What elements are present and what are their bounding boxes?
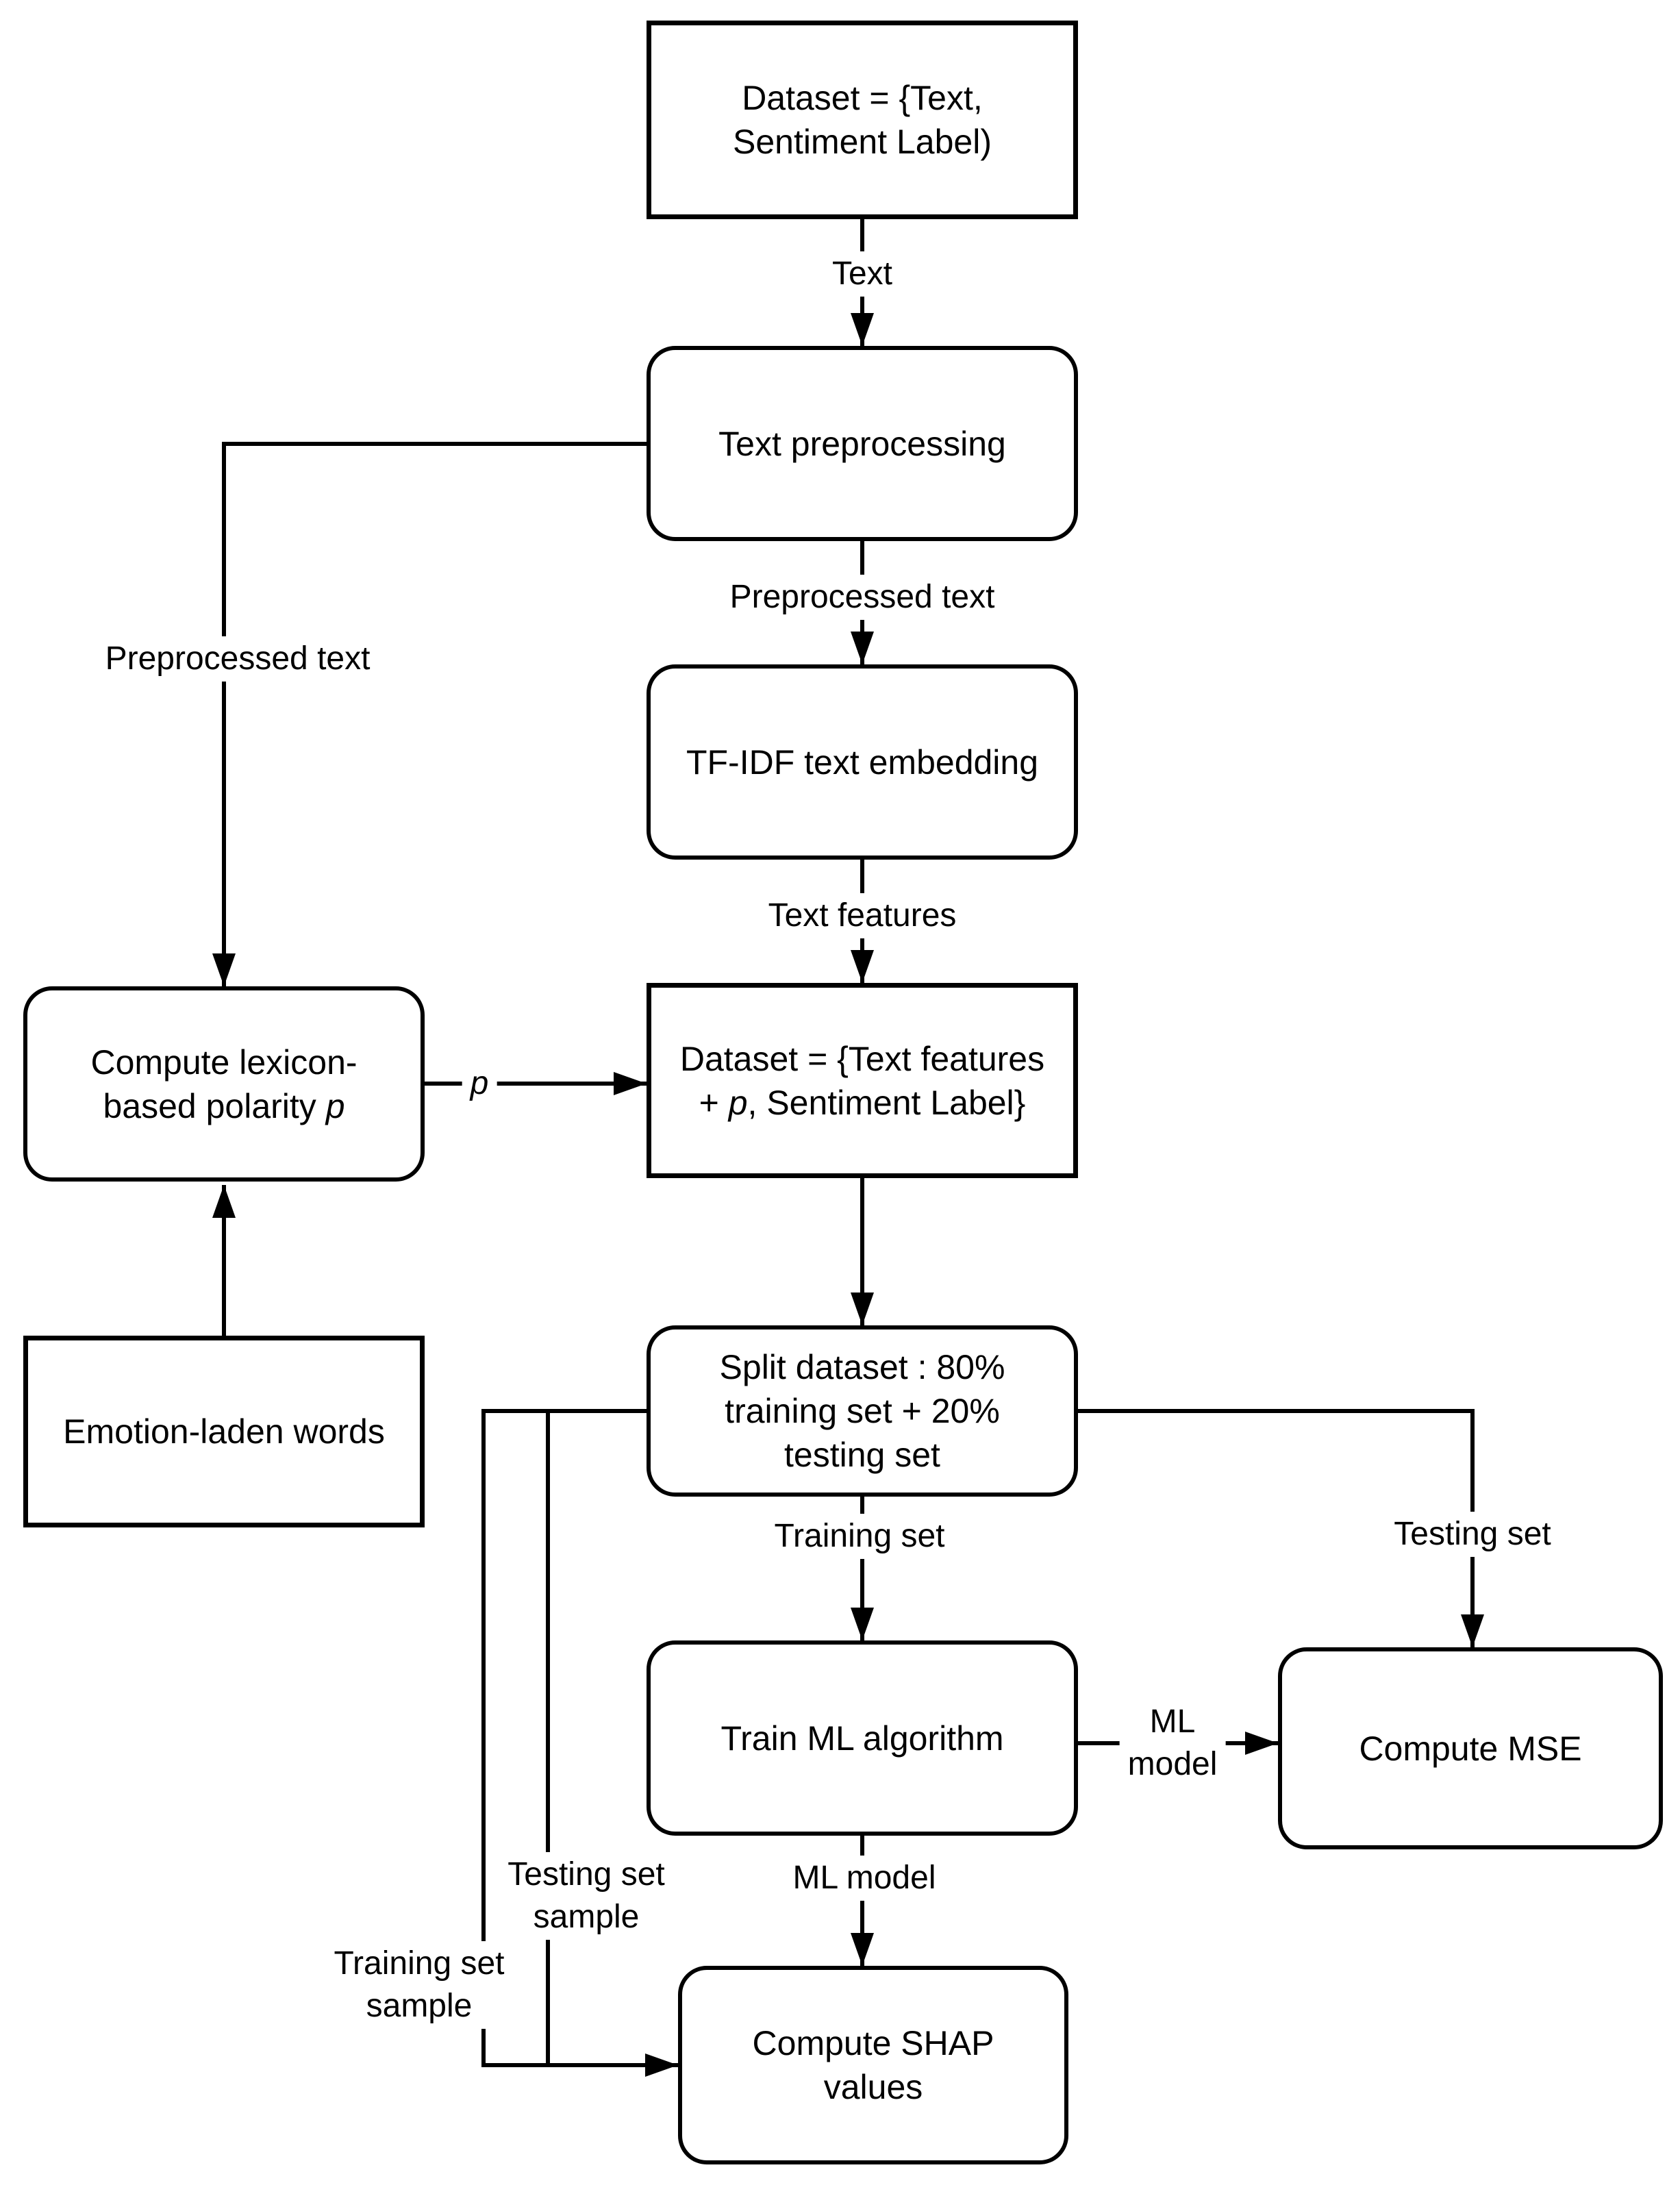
- node-compute-lexicon-line2: based polarity p: [103, 1086, 345, 1125]
- node-compute-lexicon-line1: Compute lexicon-: [90, 1042, 358, 1082]
- node-train-ml[interactable]: Train ML algorithm: [647, 1640, 1078, 1836]
- arrowhead-to-dataset2: [851, 950, 874, 983]
- edge-split-to-mse: [1078, 1409, 1475, 1647]
- node-tfidf-embedding-label: TF-IDF text embedding: [686, 742, 1039, 782]
- edge-label-training-set: Training set: [766, 1514, 953, 1559]
- node-text-preprocessing-label: Text preprocessing: [718, 424, 1006, 463]
- arrowhead-to-shap-left: [645, 2053, 678, 2077]
- edge-label-preprocessed-text-mid: Preprocessed text: [721, 575, 1003, 620]
- arrowhead-to-shap-top: [851, 1933, 874, 1966]
- arrowhead-to-mse-left: [1245, 1732, 1278, 1755]
- arrowhead-to-trainml: [851, 1608, 874, 1640]
- node-split-dataset[interactable]: Split dataset : 80% training set + 20% t…: [647, 1325, 1078, 1497]
- node-compute-shap[interactable]: Compute SHAP values: [678, 1966, 1068, 2164]
- arrowhead-to-dataset2-left: [614, 1072, 647, 1095]
- edge-label-ml-model-right: ML model: [1119, 1699, 1226, 1787]
- node-tfidf-embedding[interactable]: TF-IDF text embedding: [647, 664, 1078, 860]
- arrowhead-to-lexicon-bottom: [212, 1185, 236, 1218]
- node-emotion-laden-words-label: Emotion-laden words: [63, 1412, 385, 1451]
- edge-label-p: p: [462, 1061, 497, 1106]
- node-dataset-features[interactable]: Dataset = {Text features + p, Sentiment …: [647, 983, 1078, 1178]
- edge-label-training-set-sample: Training set sample: [325, 1941, 513, 2029]
- edge-split-to-shap-training-sample: [481, 1409, 678, 2067]
- node-dataset-raw[interactable]: Dataset = {Text, Sentiment Label): [647, 21, 1078, 219]
- node-compute-mse-label: Compute MSE: [1359, 1729, 1582, 1768]
- edge-label-preprocessed-text-left: Preprocessed text: [97, 636, 379, 682]
- arrowhead-to-tfidf: [851, 632, 874, 664]
- edge-label-text: Text: [823, 251, 901, 297]
- node-emotion-laden-words[interactable]: Emotion-laden words: [23, 1336, 425, 1527]
- node-dataset-features-line2: + p, Sentiment Label}: [699, 1083, 1026, 1122]
- node-dataset-features-line1: Dataset = {Text features: [679, 1039, 1045, 1078]
- node-text-preprocessing[interactable]: Text preprocessing: [647, 346, 1078, 541]
- arrowhead-to-mse-top: [1461, 1614, 1484, 1647]
- node-compute-mse[interactable]: Compute MSE: [1278, 1647, 1663, 1849]
- node-compute-shap-label: Compute SHAP values: [752, 2024, 994, 2106]
- arrowhead-to-preprocess: [851, 313, 874, 346]
- var-p: p: [325, 1086, 345, 1125]
- edge-preprocess-to-lexicon: [222, 442, 647, 986]
- edge-label-ml-model-down: ML model: [784, 1856, 944, 1901]
- arrowhead-to-split: [851, 1293, 874, 1325]
- node-train-ml-label: Train ML algorithm: [720, 1719, 1004, 1758]
- edge-label-testing-set: Testing set: [1386, 1512, 1559, 1557]
- node-compute-lexicon-polarity[interactable]: Compute lexicon- based polarity p: [23, 986, 425, 1182]
- edge-label-text-features: Text features: [760, 893, 965, 938]
- var-p: p: [728, 1083, 748, 1122]
- node-split-dataset-label: Split dataset : 80% training set + 20% t…: [719, 1348, 1005, 1474]
- arrowhead-to-lexicon-top: [212, 953, 236, 986]
- node-dataset-raw-label: Dataset = {Text, Sentiment Label): [732, 79, 992, 161]
- edge-label-testing-set-sample: Testing set sample: [499, 1852, 673, 1940]
